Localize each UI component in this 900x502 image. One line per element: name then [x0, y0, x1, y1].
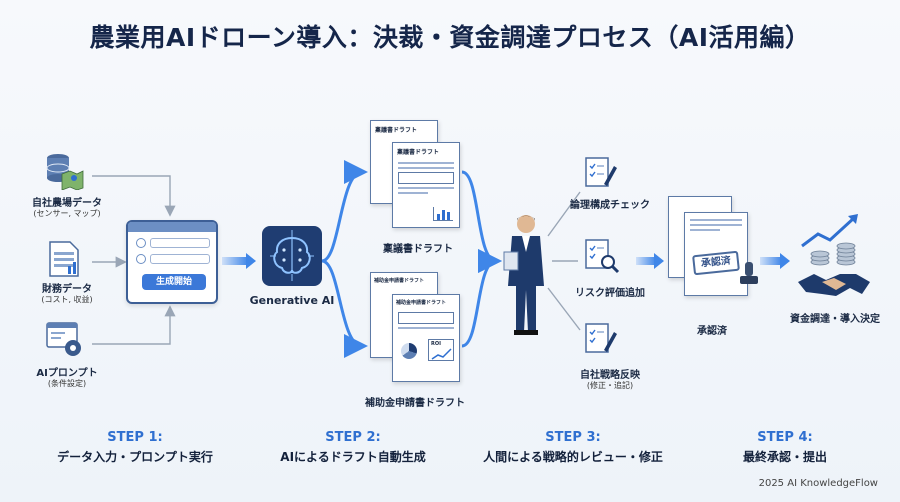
gear-window-icon	[46, 322, 81, 356]
step-1-description: データ入力・プロンプト実行	[57, 450, 213, 464]
step-4-number: STEP 4:	[757, 430, 813, 445]
ai-label: Generative AI	[249, 294, 335, 307]
subsidy-doc-back-title: 補助金申請書ドラフト	[374, 278, 425, 284]
reviewer-person-icon	[503, 215, 544, 335]
checklist-pen-icon	[585, 157, 617, 187]
proposal-doc-title: 稟議書ドラフト	[397, 149, 440, 156]
generate-button[interactable]: 生成開始	[142, 274, 206, 290]
step-3-description: 人間による戦略的レビュー・修正	[483, 450, 663, 464]
pie-chart-icon	[401, 343, 417, 359]
spreadsheet-icon	[49, 241, 79, 277]
input-finance-label: 財務データ	[42, 284, 92, 295]
roi-box: ROI	[428, 339, 454, 361]
user-icon	[136, 238, 146, 248]
review-logic-label: 論理構成チェック	[570, 200, 650, 211]
approved-stamp: 承認済	[692, 250, 740, 276]
input-farm-sub: (センサー, マップ)	[33, 209, 101, 218]
prompt-field-1[interactable]	[150, 238, 210, 248]
settings-icon	[136, 254, 146, 264]
arrow-review-to-logic	[547, 191, 581, 237]
input-prompt-sub: (条件設定)	[47, 379, 87, 388]
step-4-description: 最終承認・提出	[742, 450, 827, 464]
prompt-field-2[interactable]	[150, 254, 210, 264]
arrow-prompt-to-ai	[222, 257, 248, 265]
arrow-prompt-src-to-prompt	[92, 305, 176, 345]
stamp-icon	[740, 262, 758, 284]
ai-brain-icon	[262, 226, 322, 286]
funding-handshake-icon	[798, 214, 870, 296]
final-label: 資金調達・導入決定	[790, 314, 880, 325]
step-1-number: STEP 1:	[107, 430, 163, 445]
roi-label: ROI	[431, 341, 441, 347]
arrow-ai-to-subsidy	[321, 259, 368, 358]
proposal-doc-back-title: 稟議書ドラフト	[375, 127, 418, 134]
footer-credit: 2025 AI KnowledgeFlow	[758, 478, 878, 489]
checklist-magnifier-icon	[585, 239, 620, 274]
page-title: 農業用AIドローン導入：決裁・資金調達プロセス（AI活用編）	[89, 23, 811, 52]
arrow-approval-to-final	[760, 257, 782, 265]
approved-doc-front: 承認済	[684, 212, 748, 296]
review-risk-label: リスク評価追加	[575, 288, 645, 299]
bar-chart-icon	[433, 207, 453, 221]
window-titlebar	[128, 222, 216, 232]
arrow-review-to-approval	[636, 257, 656, 265]
step-2-number: STEP 2:	[325, 430, 381, 445]
proposal-label: 稟議書ドラフト	[383, 244, 453, 255]
subsidy-doc-title: 補助金申請書ドラフト	[396, 300, 447, 306]
step-2-description: AIによるドラフト自動生成	[280, 450, 426, 464]
proposal-doc-front: 稟議書ドラフト	[392, 142, 460, 228]
input-finance-sub: (コスト, 収益)	[41, 295, 93, 304]
subsidy-label: 補助金申請書ドラフト	[365, 398, 465, 409]
prompt-window: 生成開始	[126, 220, 218, 304]
review-strategy-sub: (修正・追記)	[586, 381, 634, 390]
input-farm-label: 自社農場データ	[32, 198, 102, 209]
arrow-ai-to-proposal	[321, 160, 368, 263]
subsidy-doc-front: 補助金申請書ドラフト ROI	[392, 294, 460, 382]
arrow-farm-to-prompt	[92, 175, 176, 217]
roi-trend-icon	[431, 348, 452, 360]
approval-label: 承認済	[697, 326, 727, 337]
checklist-pen-icon	[585, 323, 617, 353]
review-strategy-label: 自社戦略反映	[580, 370, 640, 381]
step-3-number: STEP 3:	[545, 430, 601, 445]
database-map-icon	[46, 154, 84, 190]
arrow-review-to-strategy	[547, 287, 581, 331]
arrow-subsidy-to-review	[461, 249, 502, 348]
input-prompt-label: AIプロンプト	[36, 368, 98, 379]
